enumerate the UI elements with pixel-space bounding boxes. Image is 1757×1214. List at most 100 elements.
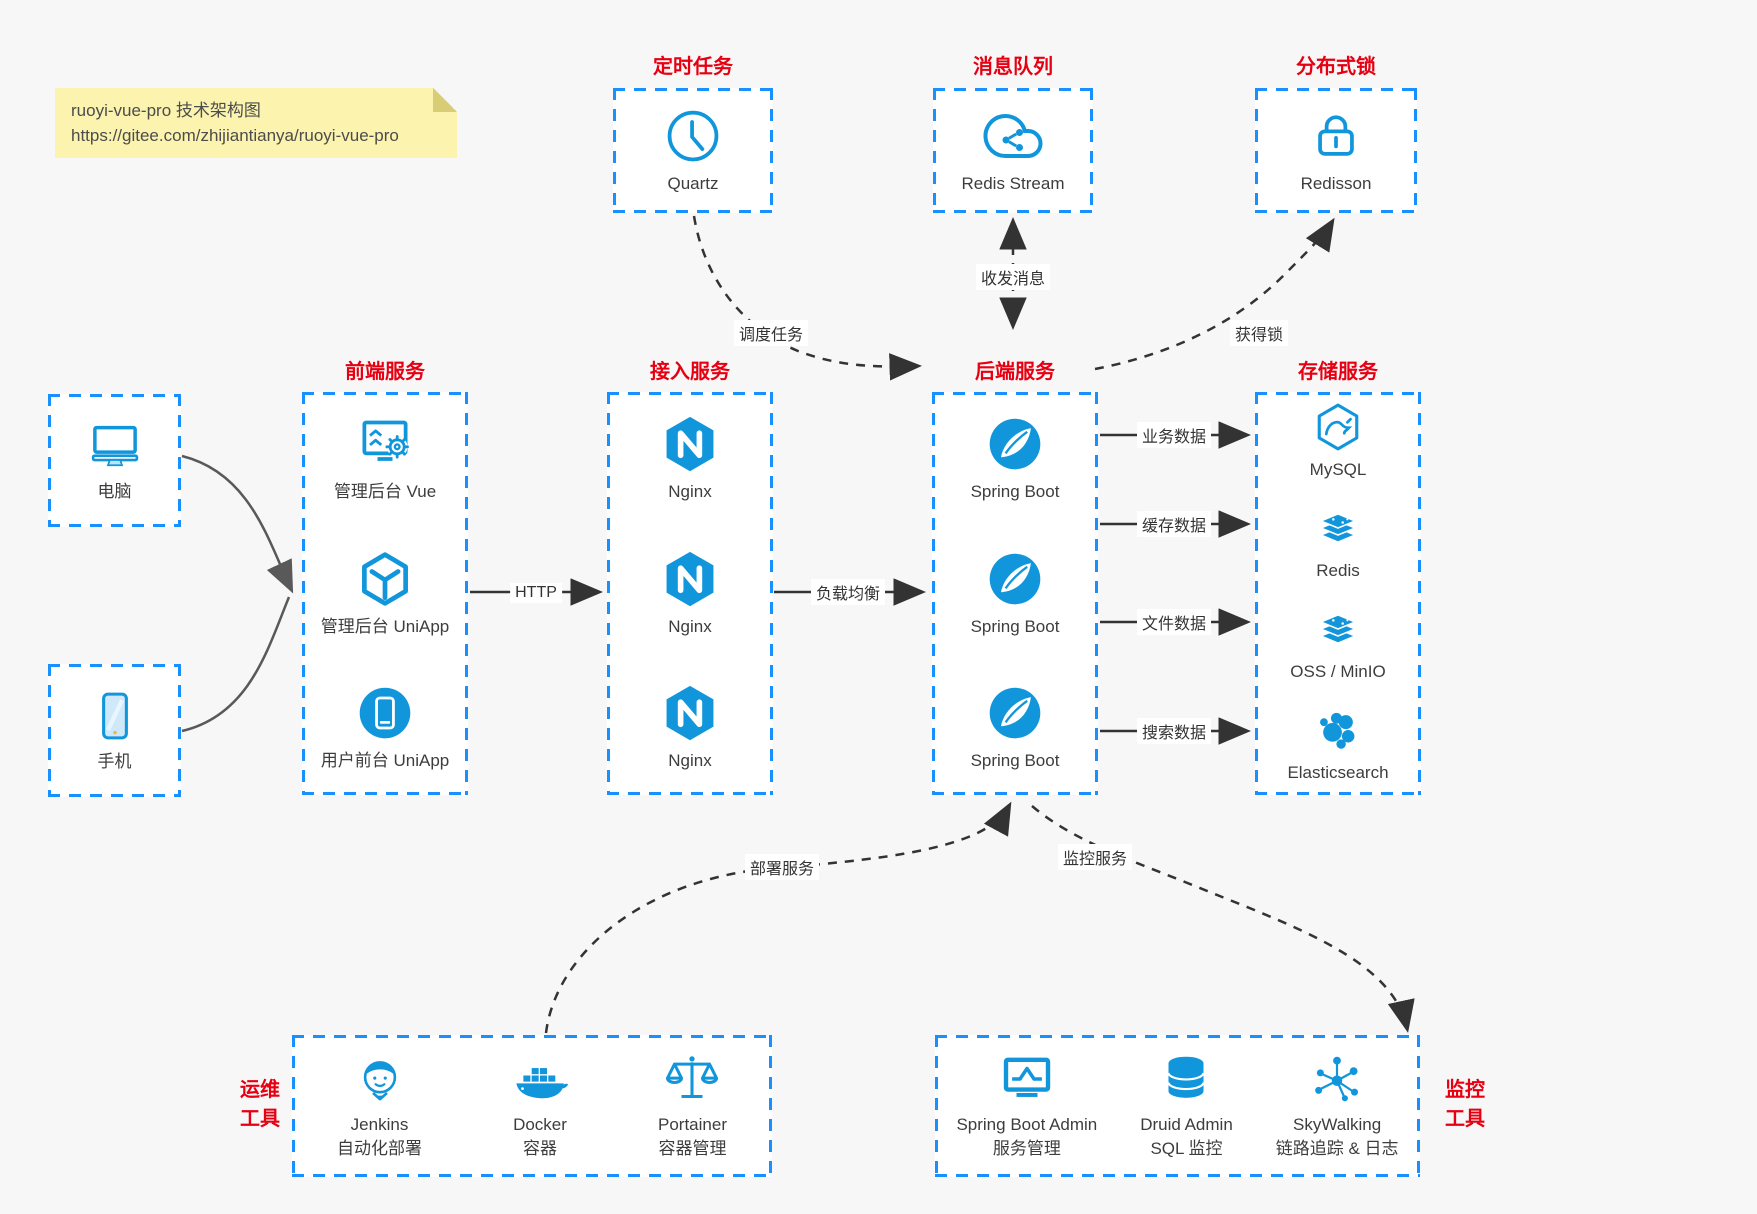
nginx-icon [660,549,720,609]
note-url: https://gitee.com/zhijiantianya/ruoyi-vu… [71,125,399,145]
item-nginx-3: Nginx [660,683,720,773]
cube-icon [355,549,415,609]
item-sublabel: 链路追踪 & 日志 [1275,1139,1399,1158]
computer-box: 电脑 [48,394,181,527]
storage-stack-icon [1313,604,1363,654]
group-title-storage: 存储服务 [1298,361,1378,383]
item-label: Redis [1316,561,1360,581]
database-icon [1158,1051,1214,1107]
clock-icon [663,106,723,166]
item-nginx-1: Nginx [660,414,720,504]
item-jenkins: Jenkins 自动化部署 [337,1051,422,1161]
item-label: 管理后台 UniApp [320,616,450,636]
item-user-uniapp: 用户前台 UniApp [321,683,449,773]
item-elasticsearch: Elasticsearch [1287,705,1389,785]
item-sublabel: SQL 监控 [1150,1139,1223,1158]
admin-monitor-icon [999,1051,1055,1107]
item-label: Nginx [668,750,712,770]
item-admin-vue: 管理后台 Vue [334,414,436,504]
monitor-tools-box: Spring Boot Admin 服务管理 Druid Admin SQL 监… [935,1035,1420,1177]
cloud-share-icon [983,106,1043,166]
edge-label-business-data: 业务数据 [1136,422,1212,448]
edge-label-load-balance: 负载均衡 [810,579,886,605]
elasticsearch-icon [1313,705,1363,755]
item-label: Spring Boot [970,482,1060,502]
item-label: Spring Boot [970,616,1060,636]
lock-icon [1306,106,1366,166]
admin-vue-icon [355,414,415,474]
edge-label-file-data: 文件数据 [1136,609,1212,635]
item-sublabel: 容器管理 [658,1139,727,1158]
monitor-title-line1: 监控 [1445,1079,1485,1101]
item-sublabel: 容器 [523,1139,557,1158]
item-label: 手机 [97,751,132,771]
item-label: 电脑 [97,481,132,501]
edge-acquire-lock [1094,217,1335,371]
jenkins-icon [352,1051,408,1107]
item-springboot-1: Spring Boot [970,414,1060,504]
spring-boot-icon [985,683,1045,743]
item-label: 管理后台 Vue [333,482,437,502]
sticky-note: ruoyi-vue-pro 技术架构图 https://gitee.com/zh… [55,88,457,158]
item-oss-minio: OSS / MinIO [1290,604,1386,684]
item-quartz: Quartz [663,106,723,196]
redis-icon [1313,503,1363,553]
item-redis: Redis [1313,503,1363,583]
nginx-icon [660,414,720,474]
item-label: Spring Boot Admin [956,1115,1098,1135]
item-label: Portainer [658,1115,727,1135]
group-title-backend: 后端服务 [975,361,1055,383]
item-label: 用户前台 UniApp [320,750,450,770]
group-title-monitor-tools: 监控 工具 [1437,1076,1493,1134]
group-title-ops: 运维 工具 [232,1076,288,1134]
item-label: SkyWalking [1293,1115,1382,1135]
item-label: Nginx [668,616,712,636]
edge-label-acquire-lock: 获得锁 [1229,320,1289,346]
access-services-box: Nginx Nginx Nginx [607,392,773,795]
mysql-icon [1313,402,1363,452]
ops-tools-box: Jenkins 自动化部署 Docker 容器 Portainer 容器管理 [292,1035,772,1177]
item-label: MySQL [1309,460,1367,480]
item-springboot-2: Spring Boot [970,549,1060,639]
edge-label-search-data: 搜索数据 [1136,718,1212,744]
edge-computer-to-frontend [181,454,294,594]
edge-label-http: HTTP [510,583,562,603]
frontend-services-box: 管理后台 Vue 管理后台 UniApp 用户前台 UniApp [302,392,468,795]
group-title-mq: 消息队列 [973,56,1053,78]
item-nginx-2: Nginx [660,549,720,639]
item-druid-admin: Druid Admin SQL 监控 [1140,1051,1233,1161]
portainer-icon [664,1051,720,1107]
item-admin-uniapp: 管理后台 UniApp [321,549,449,639]
mobile-app-icon [355,683,415,743]
item-springboot-admin: Spring Boot Admin 服务管理 [956,1051,1097,1161]
edge-label-messages: 收发消息 [975,264,1051,290]
item-label: Redisson [1300,173,1372,193]
item-label: Jenkins [350,1115,409,1135]
item-label: Elasticsearch [1287,762,1389,782]
ops-title-line2: 工具 [240,1108,280,1130]
lock-box: Redisson [1255,88,1417,213]
item-phone: 手机 [87,688,143,774]
item-label: Docker [513,1115,567,1135]
backend-services-box: Spring Boot Spring Boot Spring Boot [932,392,1098,795]
group-title-scheduler: 定时任务 [653,56,733,78]
edge-phone-to-frontend [181,596,291,733]
group-title-lock: 分布式锁 [1296,56,1376,78]
scheduler-box: Quartz [613,88,773,213]
storage-services-box: MySQL Redis OSS / MinIO Elasticsearch [1255,392,1421,795]
item-springboot-3: Spring Boot [970,683,1060,773]
note-fold-corner [433,88,457,112]
item-label: Spring Boot [970,750,1060,770]
item-computer: 电脑 [87,418,143,504]
item-sublabel: 服务管理 [992,1139,1061,1158]
item-mysql: MySQL [1309,402,1367,482]
item-label: OSS / MinIO [1290,661,1386,681]
docker-icon [512,1051,568,1107]
edge-label-monitor: 监控服务 [1057,844,1133,870]
group-title-access: 接入服务 [650,361,730,383]
spring-boot-icon [985,549,1045,609]
edge-monitor [1031,805,1415,1033]
spring-boot-icon [985,414,1045,474]
skywalking-icon [1309,1051,1365,1107]
